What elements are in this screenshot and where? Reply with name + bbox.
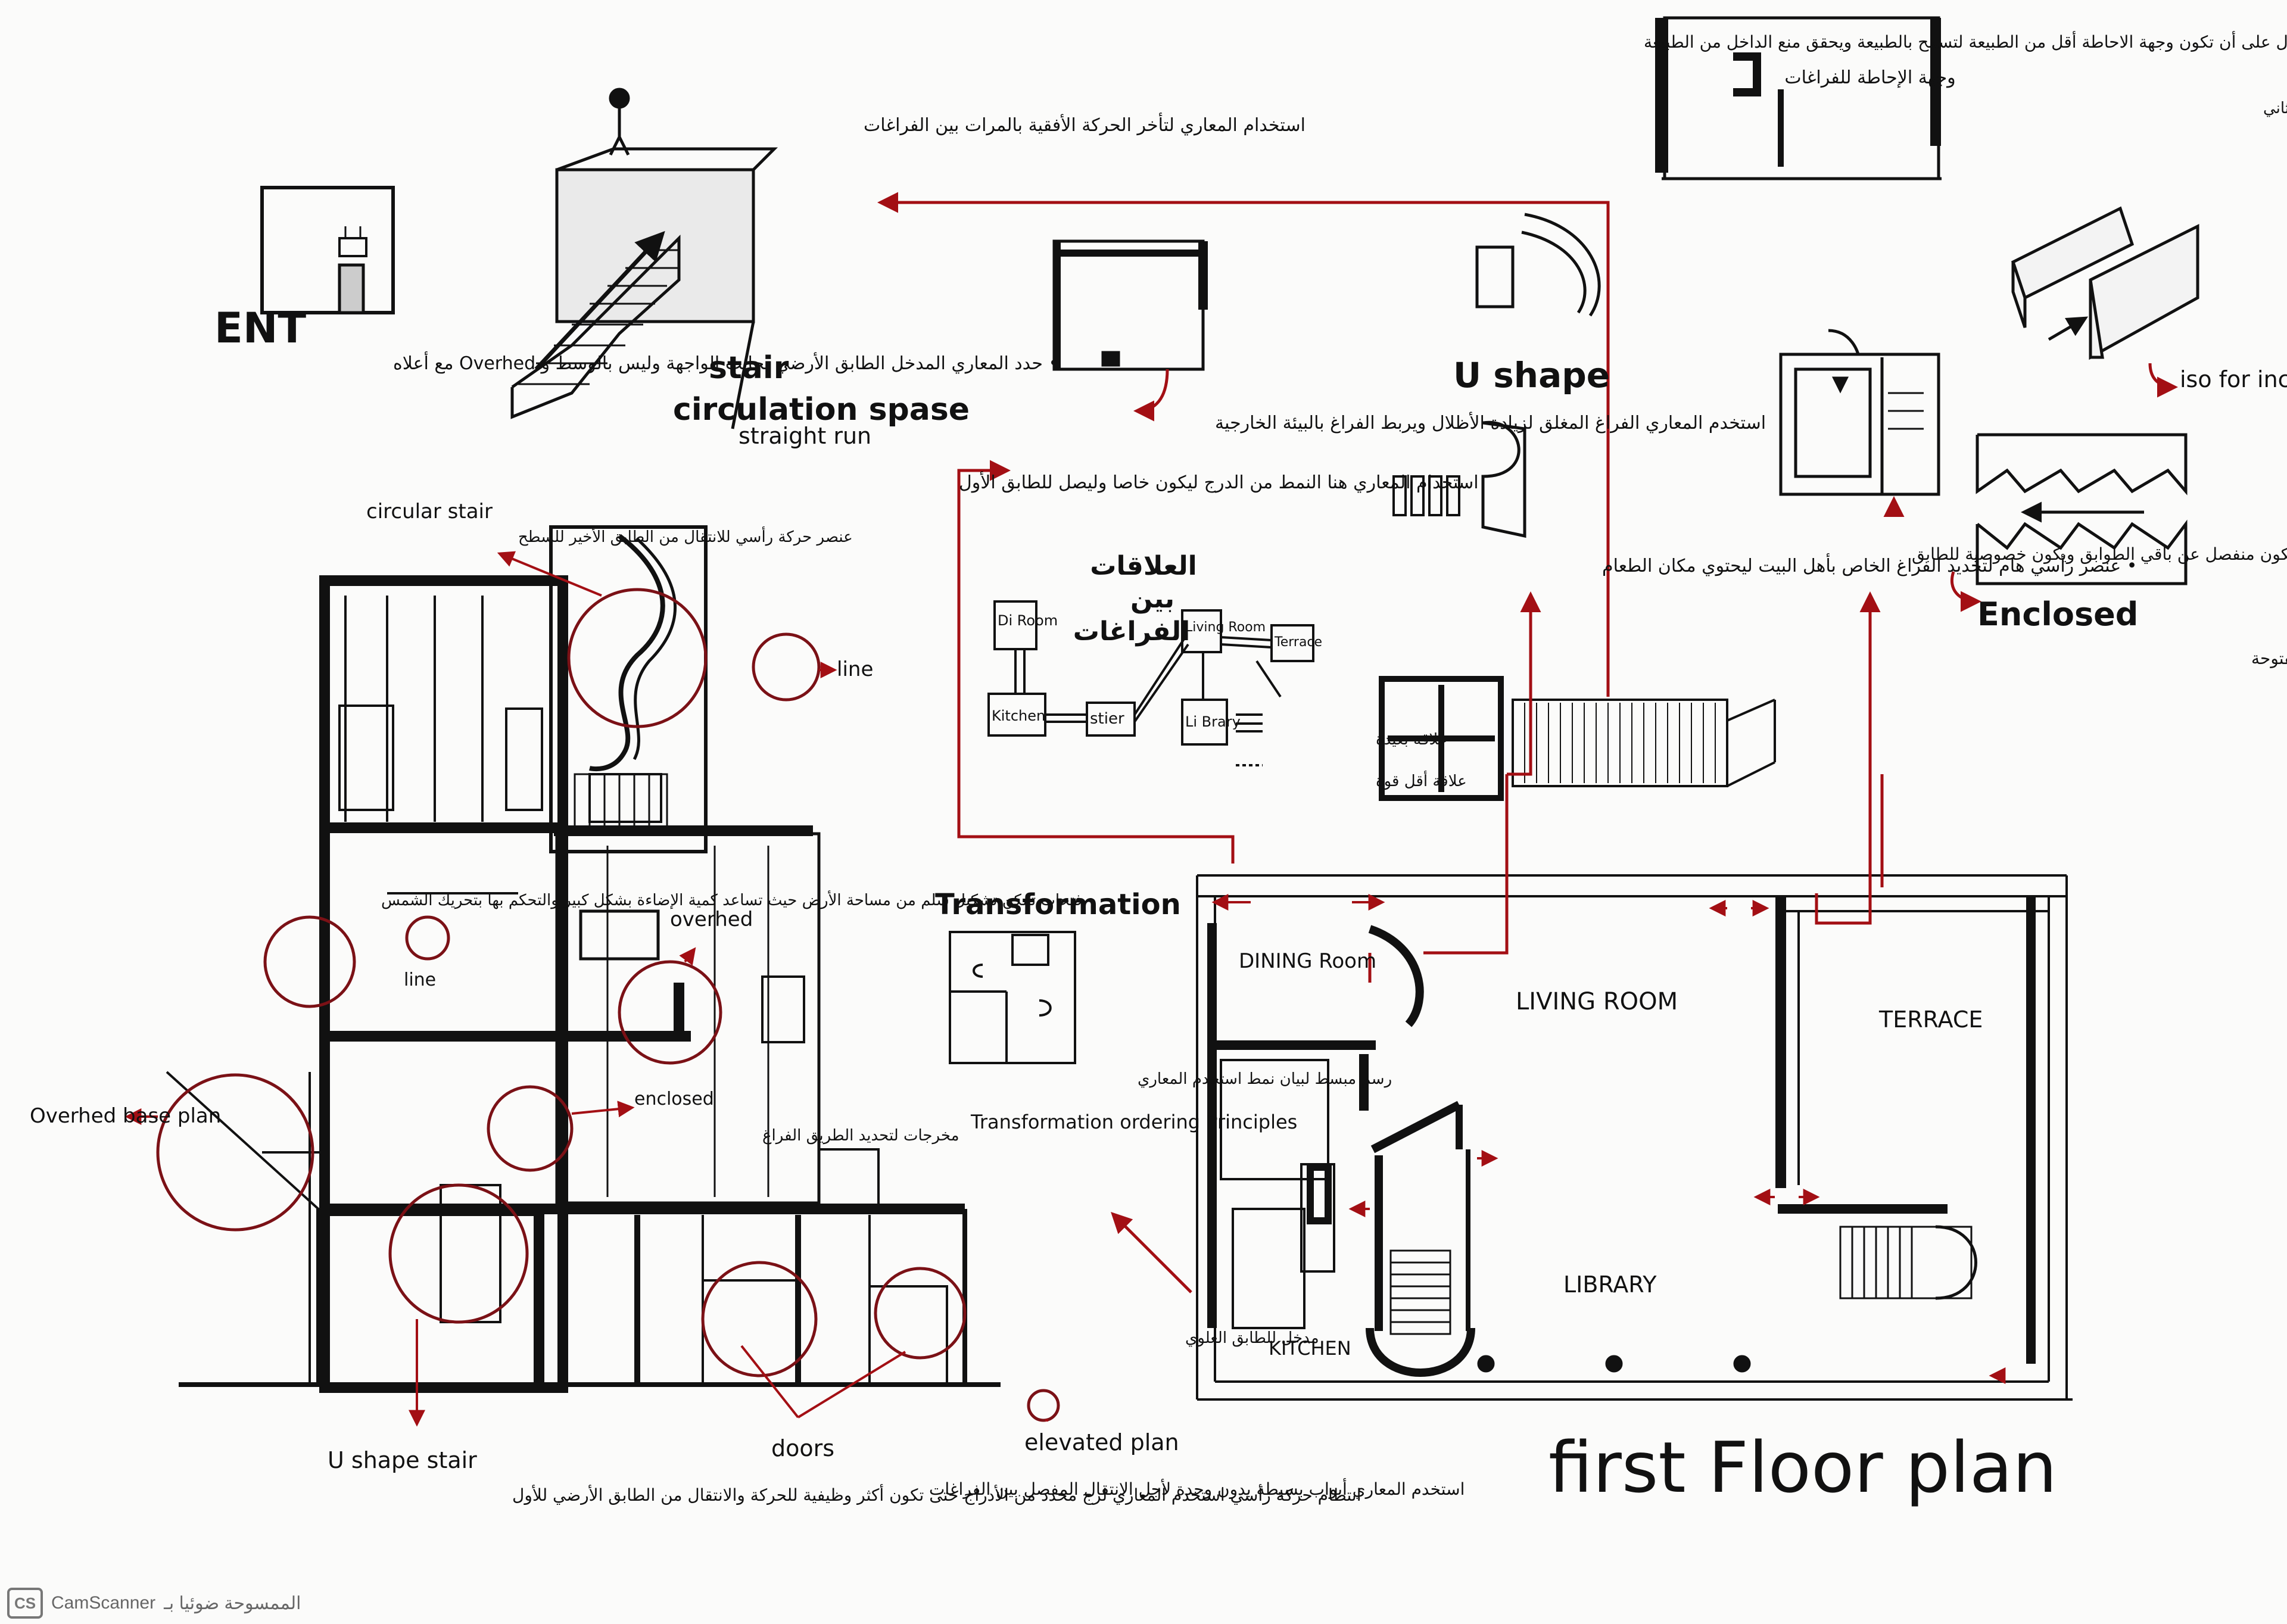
section-elevation [166,525,1001,1393]
overhead-base-label: Overhed base plan [30,1104,221,1128]
bubble-library: Li Brary [1185,713,1241,730]
bubble-dining: Di Room [998,612,1058,629]
top-right-side-note: تعكس الكتلة الخارجية للطابق الثاني [2263,99,2287,117]
window-square [1379,676,1504,801]
page-title: first Floor plan [1548,1426,2057,1508]
bubble-diagram [987,600,1314,766]
section-stair-shaft [549,525,708,853]
ent-sketch [260,186,395,314]
u-stair-note: انتظام حركة رأسي استخدم المعاري لرج محدد… [512,1483,1361,1505]
circular-stair-label: circular stair [366,500,493,523]
plan-door-arrows [1211,894,2006,1384]
terrace-stair [1839,1225,1977,1300]
u-note: • عنصر رأسي هام لتحديد الفراغ الخاص بأهل… [1602,553,2137,576]
bubble-terrace: Terrace [1274,635,1322,650]
line-right-label: line [837,657,873,681]
red-connectors [877,192,1884,1293]
elevated-plan-label: elevated plan [1024,1429,1179,1455]
relations-legend-2: علاقة أقل قوة [1376,770,1467,790]
red-curved-arrows [1133,363,2178,612]
transformation-title: Transformation [935,888,1181,921]
ent-label: ENT [214,304,306,353]
enclosed-mid-label: enclosed [634,1089,714,1109]
stair-subtitle: circulation spase [673,392,970,428]
iso-blocks [2011,206,2199,360]
kitchen-entry-note: مدخل للطابق العلوي [1185,1329,1319,1347]
enclosed-note: استخدم المعاري الإغلاق للحفاظ على خصوصية… [2251,649,2287,668]
footer-brand: CamScanner [51,1593,156,1613]
stair-note: استخدام المعاري هنا النمط من الدرج ليكون… [959,470,1479,493]
room-kitchen: KITCHEN [1269,1337,1351,1360]
terrace-note: استخدم المعاري الفراغ المغلق لزيادة الأظ… [1215,411,1766,434]
bubble-living: Living Room [1185,620,1266,635]
stair-isometric-sketch [510,88,778,429]
top-stair-strip [1512,699,1776,787]
top-right-enclosure-plan [1655,16,1942,180]
transformation-sketch [949,931,1076,1064]
room-dining: DINING Room [1239,949,1376,973]
plan-column [1477,1355,1495,1373]
iso-for-inclosed-label: iso for inclosed Path [2180,366,2287,392]
relations-title-1: العلاقات [1090,551,1197,581]
section-small-stairs [574,773,668,829]
plan-column [1605,1355,1623,1373]
transformation-note-label: Transformation ordering Principles [970,1111,1297,1133]
enclosed-side-note: مخرجات لتحديد الطريق الفراغ [762,1127,959,1145]
bubble-kitchen: Kitchen [992,707,1045,724]
ent-note: • حدد المعاري المدخل الطابق الأرضي بجانب… [393,351,1059,374]
section-leaders [124,551,1048,1427]
enclosed-title: Enclosed [1977,596,2138,633]
enclosure-sketch [1052,239,1208,371]
room-terrace: TERRACE [1878,1006,1983,1033]
left-note: فتحات تمكن تشكيل سلم من مساحة الأرض حيث … [381,890,1082,909]
section-tower-left [319,575,568,1393]
doors-note: استخدم المعاري أبواب بسيطة بدون وحدة لأج… [929,1478,1465,1499]
plan-column [1733,1355,1751,1373]
straight-run-label: straight run [739,423,871,449]
entrance-plan-sketch [1779,329,1940,496]
transformation-ar-note: رسم مبسط لبيان نمط استخدم المعاري [1138,1070,1392,1088]
footer-caption: الممسوحة ضوئيا بـ [164,1593,301,1613]
right-mid-note: استخدم المعاري الرئيسي ليكون مدخل خاص با… [1912,543,2287,564]
u-shape-stair-label: U shape stair [328,1447,477,1473]
scanner-footer: CS CamScanner الممسوحة ضوئيا بـ [0,1582,376,1624]
bubble-stair: stier [1090,710,1124,728]
relations-legend-1: علاقة بعيدة [1376,731,1448,749]
first-floor-plan [1196,676,2073,1401]
overhead-note: استخدام المعاري لتأخر الحركة الأفقية بال… [864,112,1305,136]
circular-note: عنصر حركة رأسي للانتقال من الطابق الأخير… [518,526,853,546]
top-right-note: وجهة الإحاطة للفراغات [1784,67,1955,88]
top-note: • استخدم المعاري في التلال على أن تكون و… [1644,30,2287,52]
u-shape-sketch [1392,213,1601,538]
relations-title-2: بين [1130,584,1174,614]
room-living: LIVING ROOM [1516,988,1678,1015]
relations-title-3: الفراغات [1073,616,1191,647]
section-red-circles [156,588,1060,1422]
doors-label: doors [771,1435,834,1461]
camscanner-logo: CS [7,1588,43,1619]
overhead-mid-label: overhed [670,908,753,931]
enclosed-path-strips [1976,433,2188,585]
u-shape-label: U shape [1453,355,1610,395]
room-library: LIBRARY [1563,1271,1657,1298]
stair-title: stair [709,350,789,386]
line-inner-label: line [404,970,436,990]
